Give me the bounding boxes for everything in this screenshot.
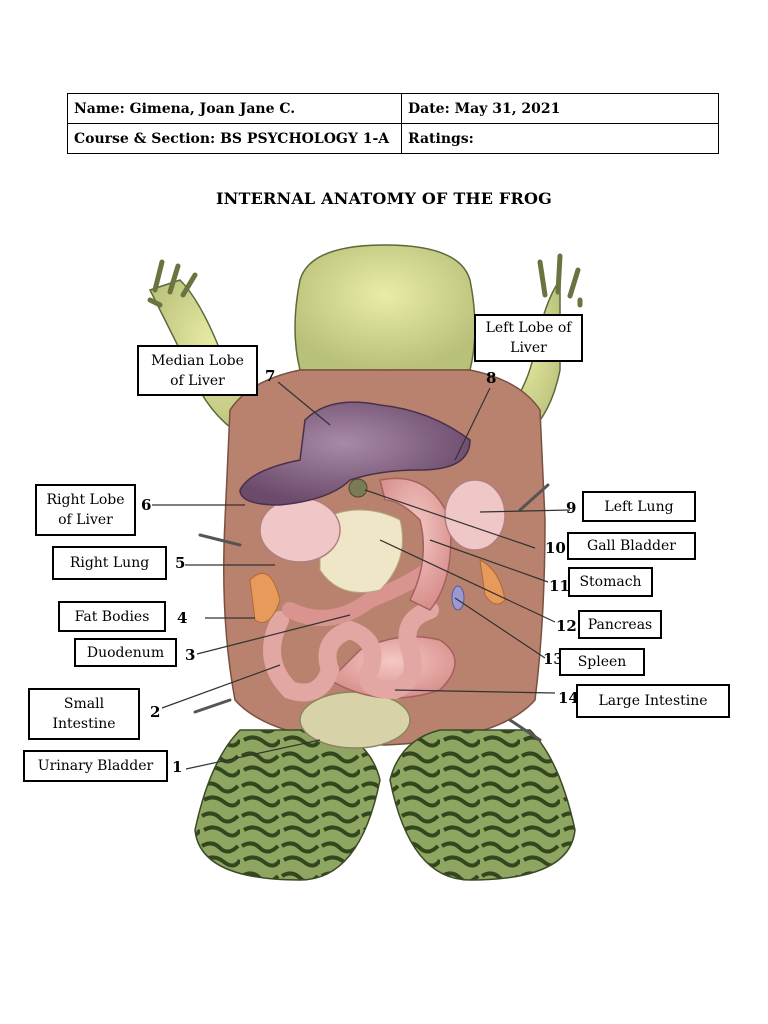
left-leg	[194, 729, 381, 881]
name-cell: Name: Gimena, Joan Jane C.	[67, 93, 402, 124]
marker-5: 5	[175, 554, 186, 572]
marker-12: 12	[556, 617, 577, 635]
spleen-shape	[451, 585, 465, 611]
marker-13: 13	[543, 650, 564, 668]
urinary-bladder-shape	[299, 691, 411, 749]
info-table: Name: Gimena, Joan Jane C. Date: May 31,…	[67, 93, 719, 154]
marker-1: 1	[172, 758, 183, 776]
label-median-lobe: Median Lobe of Liver	[137, 345, 258, 396]
label-large-intestine: Large Intestine	[576, 684, 730, 718]
ratings-cell: Ratings:	[401, 123, 719, 154]
right-lung-shape	[259, 497, 341, 563]
right-leg	[389, 729, 576, 881]
label-left-lobe: Left Lobe of Liver	[474, 314, 583, 362]
info-row-2: Course & Section: BS PSYCHOLOGY 1-A Rati…	[67, 123, 719, 154]
dissection-pins	[193, 483, 550, 742]
leader-lines	[152, 381, 571, 770]
label-small-intestine: Small Intestine	[28, 688, 140, 740]
label-urinary-bladder: Urinary Bladder	[23, 750, 168, 782]
date-cell: Date: May 31, 2021	[401, 93, 719, 124]
marker-8: 8	[486, 369, 497, 387]
label-pancreas: Pancreas	[578, 610, 662, 639]
marker-7: 7	[265, 367, 276, 385]
marker-10: 10	[545, 539, 566, 557]
left-fingers	[147, 259, 198, 308]
marker-9: 9	[566, 499, 577, 517]
fat-bodies-shape	[249, 559, 506, 623]
marker-3: 3	[185, 646, 196, 664]
marker-4: 4	[177, 609, 188, 627]
label-spleen: Spleen	[559, 648, 645, 676]
gall-bladder-shape	[348, 478, 368, 498]
marker-6: 6	[141, 496, 152, 514]
marker-2: 2	[150, 703, 161, 721]
page-title: INTERNAL ANATOMY OF THE FROG	[215, 189, 552, 208]
marker-11: 11	[549, 577, 570, 595]
info-row-1: Name: Gimena, Joan Jane C. Date: May 31,…	[67, 93, 719, 124]
marker-14: 14	[558, 689, 579, 707]
small-intestine-shape	[263, 601, 439, 702]
left-lung-shape	[444, 479, 506, 551]
label-stomach: Stomach	[568, 567, 653, 597]
stomach-shape	[379, 477, 452, 611]
label-left-lung: Left Lung	[582, 491, 696, 522]
label-right-lung: Right Lung	[52, 546, 167, 580]
label-gall-bladder: Gall Bladder	[567, 532, 696, 560]
right-fingers	[537, 253, 583, 308]
label-fat-bodies: Fat Bodies	[58, 601, 166, 632]
liver-shape	[239, 401, 471, 506]
label-right-lobe: Right Lobe of Liver	[35, 484, 136, 536]
label-duodenum: Duodenum	[74, 638, 177, 667]
frog-head	[294, 244, 476, 371]
